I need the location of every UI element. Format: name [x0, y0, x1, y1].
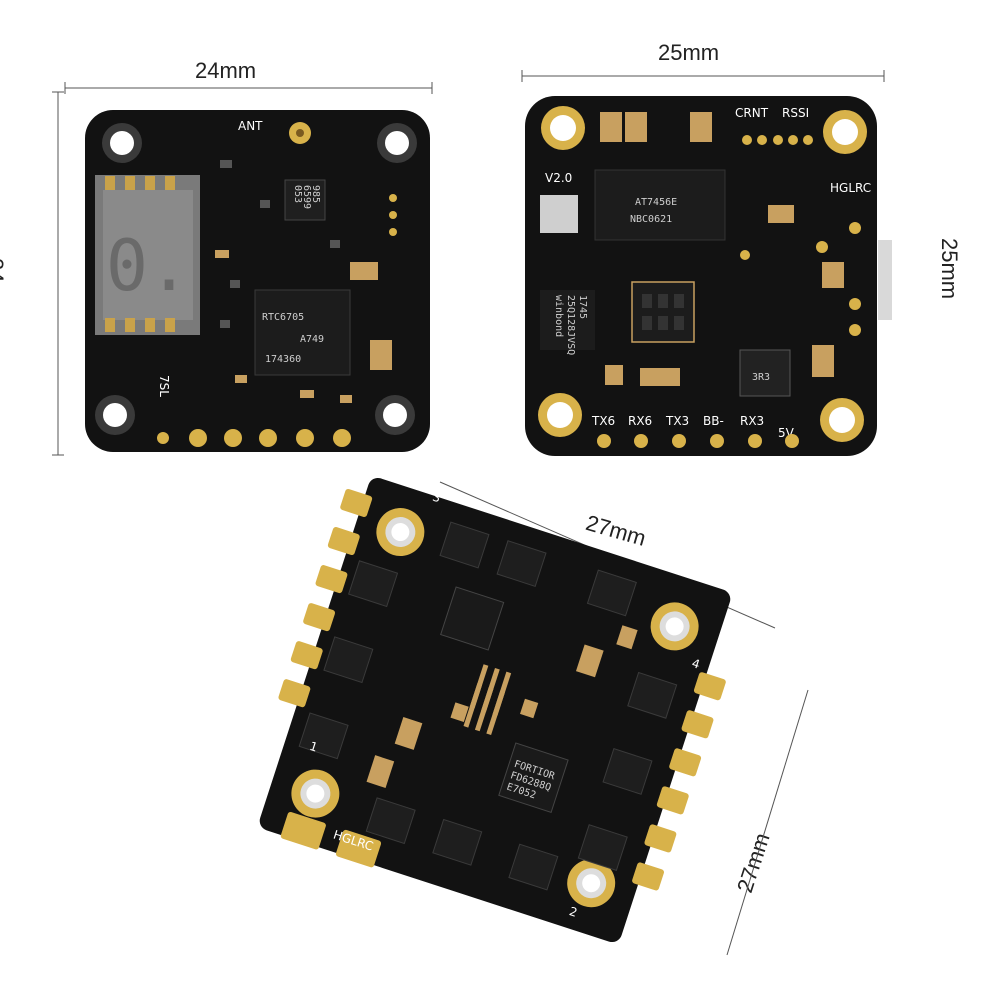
fc-board: CRNT RSSI V2.0 AT7456E NBC0621 1745 25Q1… — [525, 96, 892, 456]
svg-text:2: 2 — [567, 904, 579, 920]
svg-text:174360: 174360 — [265, 354, 301, 365]
vtx-bottom-pads — [157, 429, 351, 447]
vtx-side-label: 7SL — [157, 375, 171, 397]
svg-text:BB-: BB- — [703, 414, 724, 428]
svg-text:3: 3 — [431, 490, 443, 506]
svg-text:053: 053 — [292, 185, 303, 203]
svg-text:A749: A749 — [300, 334, 324, 345]
fc-bottom-pads — [597, 434, 799, 448]
svg-text:RTC6705: RTC6705 — [262, 312, 304, 323]
vtx-board: 0. ANT 053 6599 985 RTC6705 A749 174360 … — [85, 110, 430, 452]
svg-text:AT7456E: AT7456E — [635, 197, 677, 208]
svg-text:25Q128JVSQ: 25Q128JVSQ — [565, 295, 576, 355]
vtx-mount-holes — [95, 123, 417, 435]
fc-brand-logo: HGLRC — [830, 181, 871, 195]
esc-mount-holes — [291, 508, 699, 908]
inductor — [739, 349, 791, 397]
svg-text:TX3: TX3 — [665, 414, 689, 428]
usb-connector — [878, 240, 892, 320]
ant-label: ANT — [238, 119, 263, 133]
pin-header — [463, 664, 512, 736]
svg-text:TX6: TX6 — [591, 414, 615, 428]
rtc6705-chip — [254, 289, 351, 376]
svg-text:4: 4 — [690, 656, 702, 672]
svg-text:NBC0621: NBC0621 — [630, 214, 672, 225]
svg-text:RX6: RX6 — [628, 414, 652, 428]
svg-text:3R3: 3R3 — [752, 372, 770, 383]
flash-chip — [540, 290, 595, 350]
crystal — [540, 195, 578, 233]
svg-text:RX3: RX3 — [740, 414, 764, 428]
svg-text:6599: 6599 — [301, 185, 312, 209]
display-digit: 0. — [106, 225, 190, 307]
esc-mcu-chip — [498, 742, 569, 813]
fc-width-dimension: 25mm — [658, 40, 720, 65]
osd-chip — [594, 169, 726, 241]
svg-text:1745: 1745 — [577, 295, 588, 319]
header-socket — [631, 281, 695, 343]
svg-text:1: 1 — [308, 739, 320, 755]
vtx-width-dimension: 24mm — [195, 58, 257, 83]
version-label: V2.0 — [545, 171, 572, 185]
crnt-label: CRNT — [735, 106, 769, 120]
svg-text:985: 985 — [310, 185, 321, 203]
fc-mount-holes — [538, 106, 867, 442]
esc-board: FORTIOR FD6288Q E7052 HGLRC 3 4 1 2 — [259, 477, 731, 943]
esc-motor-pads — [278, 488, 726, 891]
svg-text:winbond: winbond — [553, 295, 564, 337]
rssi-label: RSSI — [782, 106, 809, 120]
